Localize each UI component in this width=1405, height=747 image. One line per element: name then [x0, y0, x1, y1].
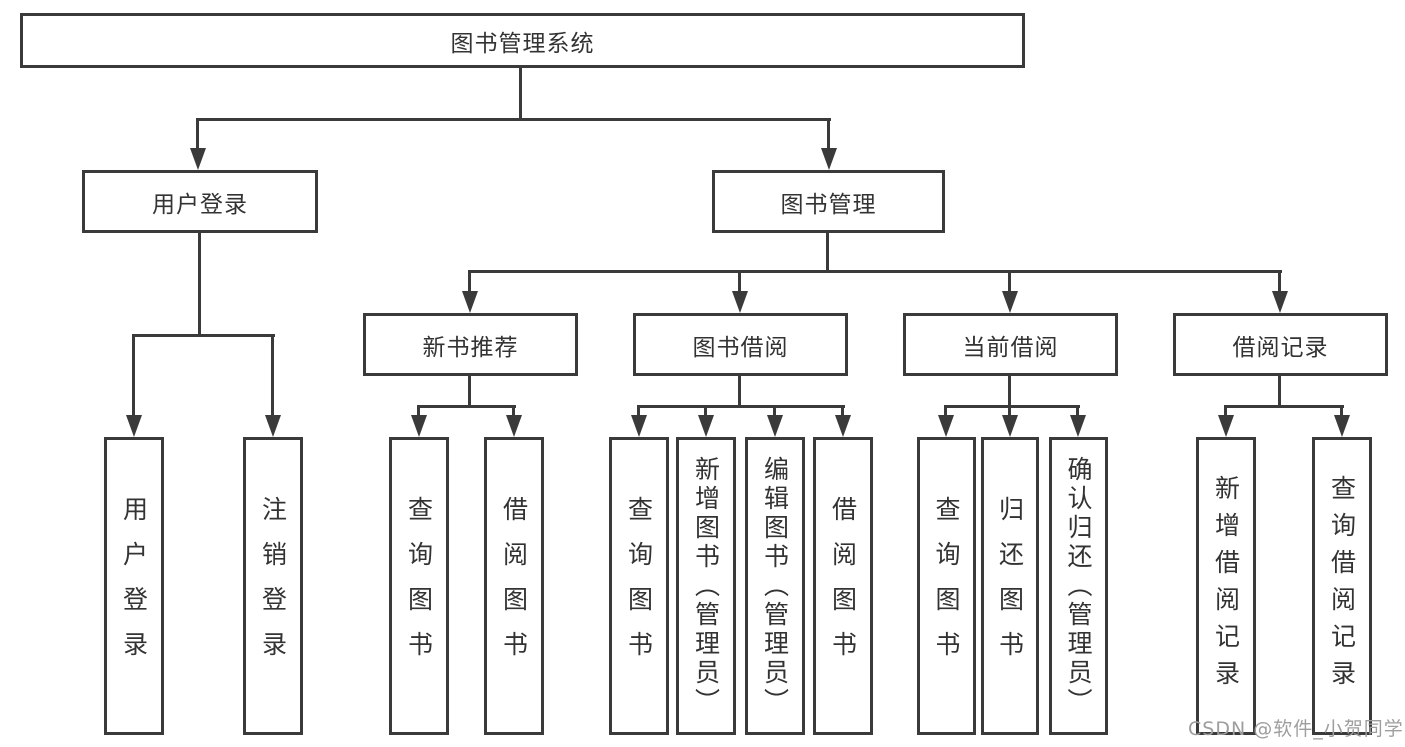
- arrowhead-icon: [835, 415, 851, 437]
- connector-line: [132, 334, 135, 417]
- connector-line: [417, 405, 420, 416]
- connector-line: [271, 334, 274, 417]
- connector-line: [1076, 405, 1079, 416]
- node-leaf-borrow-book-1: 借阅图书: [484, 437, 544, 735]
- connector-line: [1278, 270, 1281, 292]
- arrowhead-icon: [938, 415, 954, 437]
- connector-line: [738, 270, 741, 292]
- arrowhead-icon: [265, 415, 281, 437]
- leaf-label: 查询图书: [404, 496, 434, 676]
- leaf-label: 查询图书: [932, 496, 961, 676]
- node-user-login: 用户登录: [82, 170, 318, 233]
- leaf-label: 编辑图书（管理员）: [760, 455, 790, 717]
- arrowhead-icon: [732, 291, 748, 313]
- connector-line: [637, 405, 640, 416]
- connector-line: [944, 405, 947, 416]
- connector-line: [704, 405, 707, 416]
- arrowhead-icon: [631, 415, 647, 437]
- connector-line: [1008, 270, 1011, 292]
- node-leaf-query-book-3: 查询图书: [917, 437, 976, 735]
- arrowhead-icon: [1070, 415, 1086, 437]
- connector-line: [1224, 405, 1344, 408]
- node-leaf-return-book: 归还图书: [981, 437, 1039, 735]
- node-leaf-confirm-return-admin: 确认归还（管理员）: [1049, 437, 1108, 735]
- node-book-management: 图书管理: [712, 170, 945, 233]
- connector-line: [944, 405, 1080, 408]
- leaf-label: 新增图书（管理员）: [691, 455, 721, 717]
- connector-line: [196, 118, 199, 150]
- connector-line: [468, 375, 471, 407]
- leaf-label: 归还图书: [995, 496, 1025, 676]
- connector-line: [1278, 375, 1281, 407]
- node-current-borrow: 当前借阅: [903, 313, 1118, 376]
- node-leaf-add-borrow-record: 新增借阅记录: [1196, 437, 1256, 735]
- arrowhead-icon: [698, 415, 714, 437]
- node-leaf-query-borrow-record: 查询借阅记录: [1312, 437, 1372, 735]
- arrowhead-icon: [126, 415, 142, 437]
- arrowhead-icon: [821, 148, 837, 170]
- leaf-label: 查询借阅记录: [1327, 475, 1357, 697]
- connector-line: [417, 405, 516, 408]
- arrowhead-icon: [190, 148, 206, 170]
- leaf-label: 借阅图书: [499, 496, 529, 676]
- arrowhead-icon: [506, 415, 522, 437]
- arrowhead-icon: [1334, 415, 1350, 437]
- connector-line: [1008, 405, 1011, 416]
- node-book-borrow: 图书借阅: [633, 313, 848, 376]
- connector-line: [519, 68, 522, 120]
- node-borrow-record: 借阅记录: [1173, 313, 1388, 376]
- connector-line: [1008, 375, 1011, 407]
- node-leaf-query-book-1: 查询图书: [389, 437, 449, 735]
- node-leaf-edit-book-admin: 编辑图书（管理员）: [745, 437, 805, 735]
- connector-line: [637, 405, 845, 408]
- leaf-label: 借阅图书: [828, 496, 858, 676]
- connector-line: [468, 270, 471, 292]
- leaf-label: 注销登录: [258, 496, 288, 676]
- connector-line: [512, 405, 515, 416]
- arrowhead-icon: [411, 415, 427, 437]
- leaf-label: 确认归还（管理员）: [1064, 455, 1093, 717]
- connector-line: [198, 118, 831, 121]
- node-leaf-query-book-2: 查询图书: [609, 437, 669, 735]
- connector-line: [1340, 405, 1343, 416]
- node-leaf-add-book-admin: 新增图书（管理员）: [676, 437, 736, 735]
- connector-line: [468, 270, 1282, 273]
- connector-line: [827, 118, 830, 150]
- connector-line: [132, 334, 275, 337]
- connector-line: [1224, 405, 1227, 416]
- csdn-watermark: CSDN @软件_小贺同学: [1188, 718, 1404, 740]
- node-leaf-user-login: 用户登录: [104, 437, 164, 735]
- arrowhead-icon: [1002, 291, 1018, 313]
- arrowhead-icon: [462, 291, 478, 313]
- connector-line: [841, 405, 844, 416]
- leaf-label: 用户登录: [119, 496, 149, 676]
- connector-line: [773, 405, 776, 416]
- arrowhead-icon: [1218, 415, 1234, 437]
- node-leaf-borrow-book-2: 借阅图书: [813, 437, 873, 735]
- arrowhead-icon: [1002, 415, 1018, 437]
- leaf-label: 查询图书: [624, 496, 654, 676]
- node-leaf-logout: 注销登录: [243, 437, 303, 735]
- connector-line: [738, 375, 741, 407]
- leaf-label: 新增借阅记录: [1211, 475, 1241, 697]
- arrowhead-icon: [767, 415, 783, 437]
- arrowhead-icon: [1272, 291, 1288, 313]
- connector-line: [198, 232, 201, 336]
- connector-line: [826, 232, 829, 272]
- node-root-system: 图书管理系统: [20, 13, 1025, 68]
- node-new-book-recommend: 新书推荐: [363, 313, 578, 376]
